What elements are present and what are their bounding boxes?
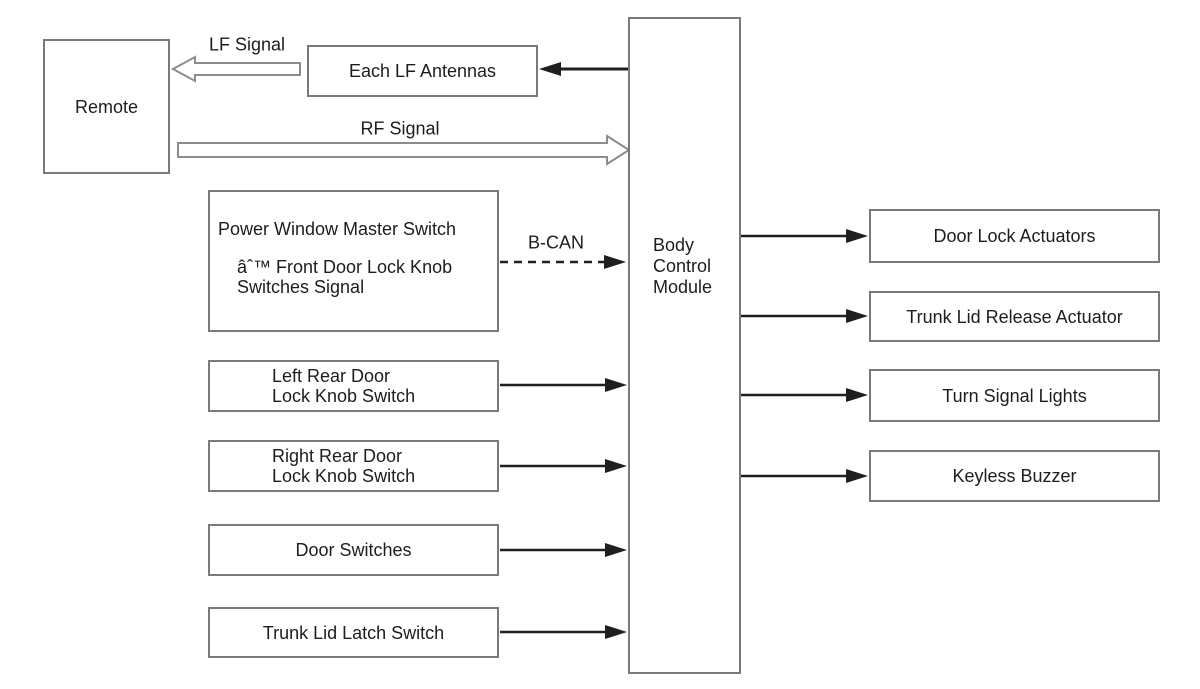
node-door-switches-label: Door Switches: [295, 540, 412, 560]
node-trunk-lid-latch-switch: Trunk Lid Latch Switch: [208, 607, 499, 658]
node-remote-label: Remote: [74, 96, 139, 117]
node-each-lf-antennas-label: Each LF Antennas: [348, 61, 497, 81]
power-window-sub-block: âˆ™ Front Door Lock Knob Switches Signal: [218, 257, 491, 297]
node-door-lock-actuators: Door Lock Actuators: [869, 209, 1160, 263]
power-window-line3: Switches Signal: [237, 277, 365, 297]
left-rear-line1: Left Rear Door: [272, 366, 391, 386]
node-door-lock-actuators-label: Door Lock Actuators: [933, 226, 1096, 246]
node-door-switches: Door Switches: [208, 524, 499, 576]
bcm-line3: Module: [653, 277, 713, 297]
arrow-bcm-to-antennas: [539, 62, 629, 76]
power-window-line1: Power Window Master Switch: [218, 219, 457, 239]
bcm-line2: Control: [653, 256, 712, 276]
right-rear-line2: Lock Knob Switch: [272, 466, 416, 486]
left-rear-line2: Lock Knob Switch: [272, 386, 416, 406]
arrow-right-rear-to-bcm: [500, 459, 627, 473]
arrow-bcm-to-trunk-release: [740, 309, 868, 323]
power-window-line2: âˆ™ Front Door Lock Knob: [237, 257, 453, 277]
node-keyless-buzzer: Keyless Buzzer: [869, 450, 1160, 502]
rf-signal-arrow: [177, 134, 631, 166]
node-keyless-buzzer-label: Keyless Buzzer: [952, 466, 1077, 486]
node-body-control-module: Body Control Module: [628, 17, 741, 674]
b-can-dashed-arrow: [500, 255, 626, 269]
arrow-bcm-to-turn-signals: [740, 388, 868, 402]
lf-signal-label: LF Signal: [208, 34, 286, 55]
node-turn-signal-lights-label: Turn Signal Lights: [942, 385, 1087, 406]
node-turn-signal-lights: Turn Signal Lights: [869, 369, 1160, 422]
rf-signal-label: RF Signal: [360, 118, 440, 139]
node-each-lf-antennas: Each LF Antennas: [307, 45, 538, 97]
node-remote: Remote: [43, 39, 170, 174]
node-right-rear-door-lock-knob-switch: Right Rear Door Lock Knob Switch: [208, 440, 499, 492]
node-trunk-lid-latch-switch-label: Trunk Lid Latch Switch: [262, 622, 445, 643]
bcm-line1: Body: [653, 235, 695, 255]
arrow-door-switches-to-bcm: [500, 543, 627, 557]
lf-signal-arrow: [170, 55, 301, 83]
arrow-bcm-to-door-lock-actuators: [740, 229, 868, 243]
b-can-label: B-CAN: [527, 232, 585, 253]
node-power-window-master-switch: Power Window Master Switch âˆ™ Front Doo…: [208, 190, 499, 332]
node-left-rear-door-lock-knob-switch: Left Rear Door Lock Knob Switch: [208, 360, 499, 412]
node-trunk-lid-release-actuator: Trunk Lid Release Actuator: [869, 291, 1160, 342]
arrow-bcm-to-keyless-buzzer: [740, 469, 868, 483]
arrow-left-rear-to-bcm: [500, 378, 627, 392]
arrow-trunk-latch-to-bcm: [500, 625, 627, 639]
right-rear-line1: Right Rear Door: [272, 446, 403, 466]
node-trunk-lid-release-actuator-label: Trunk Lid Release Actuator: [906, 306, 1123, 327]
